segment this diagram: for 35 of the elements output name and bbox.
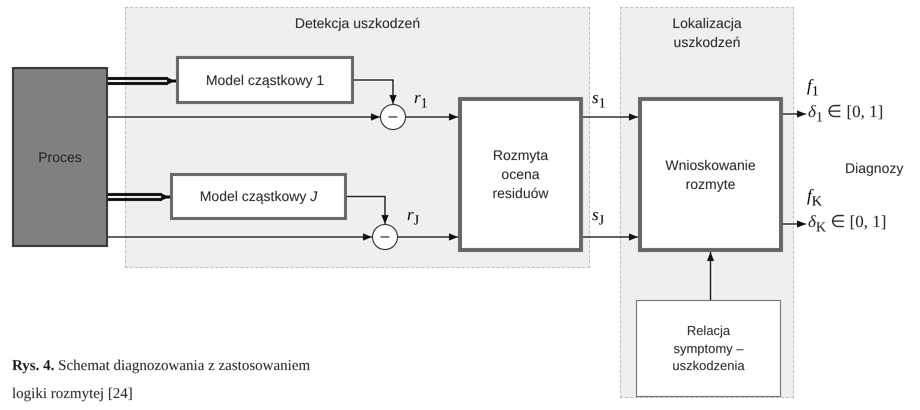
relation-box: Relacja symptomy – uszkodzenia [636,300,781,397]
process-box: Proces [12,67,108,247]
arrow [106,193,172,201]
edge-label: s$_{1}$ [592,88,606,112]
arrow [583,113,638,121]
arrow [106,77,178,85]
arrow [583,233,638,241]
arrow [354,79,397,104]
model-box: Model cząstkowy J [170,173,347,220]
group-panel [125,7,590,268]
group-panel [620,7,794,398]
arrow [108,233,372,241]
inference-box: Wnioskowanie rozmyte [638,97,783,252]
edge-label: r$_{J}$ [407,205,420,230]
arrow [347,196,389,224]
output-text: δ$_{1}$ ∈ [0, 1] [808,102,918,126]
arrow [398,233,458,241]
edge-label: f$_{K}$ [807,186,822,210]
group-title: Lokalizacja uszkodzeń [671,14,743,52]
arrow [406,113,458,121]
output-text: δ$_{K}$ ∈ [0, 1] [808,212,918,236]
edge-label: s$_{J}$ [592,205,604,230]
edge-label: r$_{1}$ [414,88,428,112]
group-title: Detekcja uszkodzeń [294,14,420,33]
arrow [108,113,380,121]
subtractor-circle: – [380,104,406,130]
edge-label: f$_{1}$ [807,76,819,100]
arrow [783,220,806,228]
subtractor-circle: – [372,224,398,250]
model-box: Model cząstkowy 1 [176,56,354,104]
arrow [706,252,714,300]
arrow [783,110,806,118]
side-label: Diagnozy [845,160,904,176]
evaluation-box: Rozmyta ocena residuów [458,97,583,252]
caption: Rys. 4. Schemat diagnozowania z zastosowaniem logiki rozmytej [24] [12,357,312,404]
